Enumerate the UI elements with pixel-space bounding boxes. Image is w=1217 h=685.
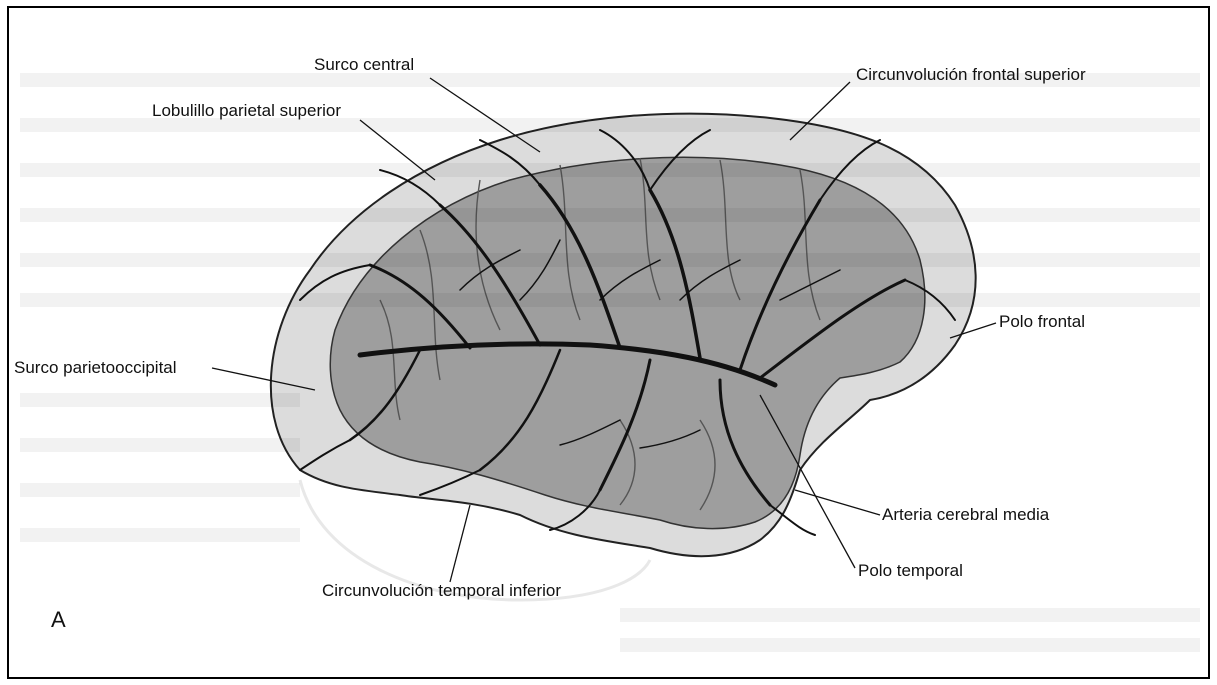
label-surco-parietooccipital: Surco parietooccipital [14, 359, 177, 376]
label-circunvolucion-frontal-superior: Circunvolución frontal superior [856, 66, 1086, 83]
label-polo-frontal: Polo frontal [999, 313, 1085, 330]
panel-label: A [51, 609, 66, 631]
label-surco-central: Surco central [314, 56, 414, 73]
label-polo-temporal: Polo temporal [858, 562, 963, 579]
label-arteria-cerebral-media: Arteria cerebral media [882, 506, 1049, 523]
label-circunvolucion-temporal-inferior: Circunvolución temporal inferior [322, 582, 561, 599]
label-lobulillo-parietal-superior: Lobulillo parietal superior [152, 102, 341, 119]
